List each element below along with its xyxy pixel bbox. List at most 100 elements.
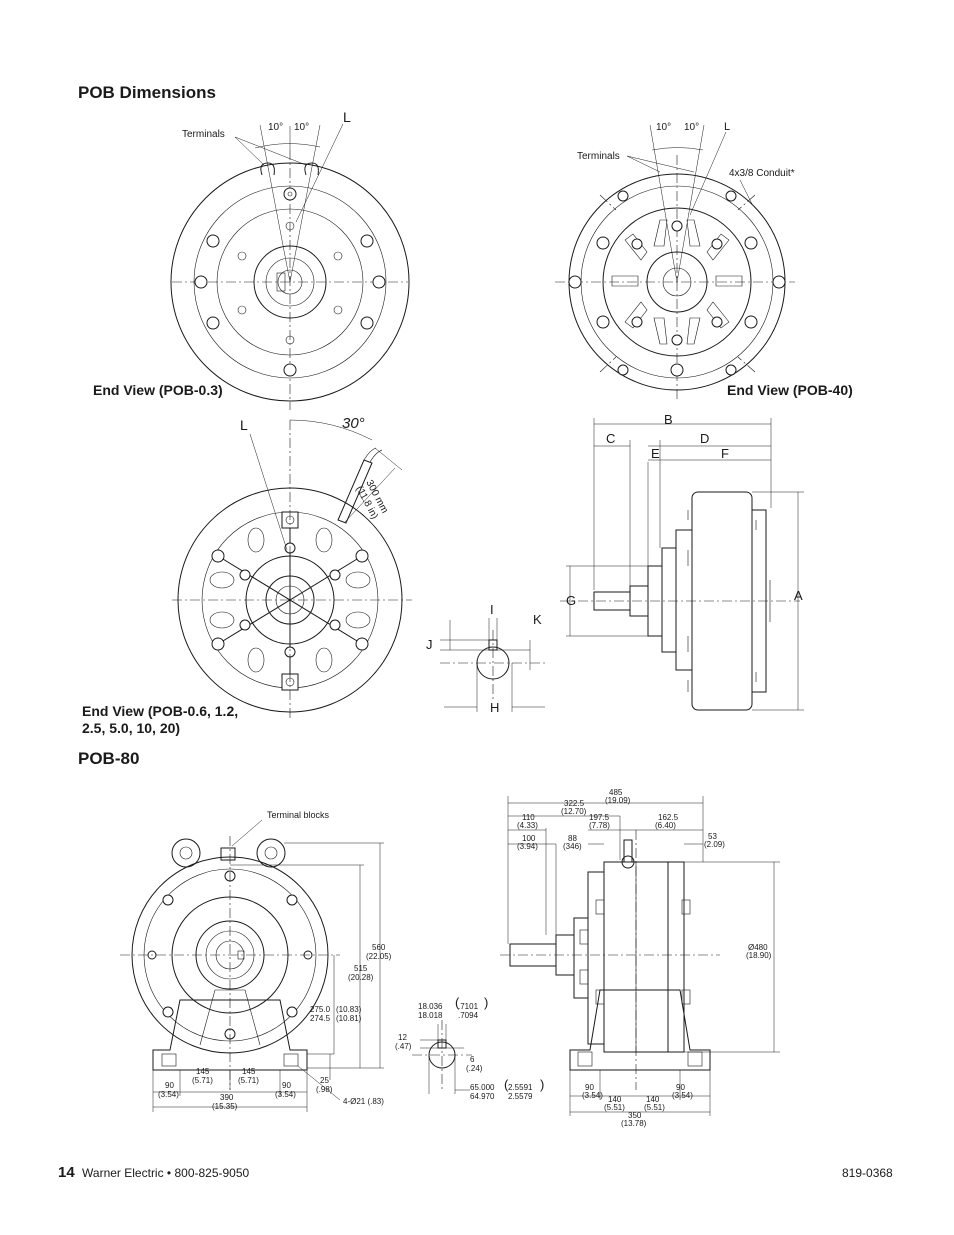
svg-text:): ) [484,995,488,1010]
end-view-pob06: 300 mm (11.8 in) 30° L [172,415,412,720]
svg-text:(4.33): (4.33) [517,821,538,830]
caption-pob03: End View (POB-0.3) [93,382,223,398]
svg-text:(3.54): (3.54) [582,1091,603,1100]
svg-text:(7.78): (7.78) [589,821,610,830]
keyway-i: I [490,602,494,617]
svg-text:2.5591: 2.5591 [508,1083,533,1092]
svg-text:(10.81): (10.81) [336,1014,362,1023]
svg-text:162.5: 162.5 [658,813,679,822]
svg-text:(3.54): (3.54) [672,1091,693,1100]
svg-text:274.5: 274.5 [310,1014,331,1023]
svg-text:(: ( [504,1077,509,1092]
svg-text:Ø480: Ø480 [748,943,768,952]
svg-text:515: 515 [354,964,368,973]
pob80-side-dims: 485 (19.09) 322.5 (12.70) 110 (4.33) 197… [517,788,772,1128]
footer: 14 Warner Electric • 800-825-9050 [58,1164,249,1181]
doc-number: 819-0368 [842,1166,893,1180]
page-number: 14 [58,1164,75,1181]
pob03-letter-l: L [343,109,351,125]
svg-text:(346): (346) [563,842,582,851]
caption-pob06: End View (POB-0.6, 1.2, 2.5, 5.0, 10, 20… [82,703,239,736]
pob80-key-dims: 18.036 18.018 ( .7101 .7094 ) 12 (.47) 6… [395,995,544,1101]
svg-text:(.47): (.47) [395,1042,412,1051]
svg-text:140: 140 [646,1095,660,1104]
svg-text:(: ( [455,995,460,1010]
keyway-detail: I J K H [426,602,545,715]
svg-text:390: 390 [220,1093,234,1102]
svg-text:(6.40): (6.40) [655,821,676,830]
side-f: F [721,446,729,461]
svg-text:(13.78): (13.78) [621,1119,647,1128]
side-view: B C D E F G A [560,412,804,711]
svg-text:(5.71): (5.71) [238,1076,259,1085]
svg-text:(.24): (.24) [466,1064,483,1073]
slots [209,527,371,673]
pob80-key-detail [412,1020,472,1094]
pob06-letter-l: L [240,417,248,433]
svg-text:(22.05): (22.05) [366,952,392,961]
svg-text:322.5: 322.5 [564,799,585,808]
side-a: A [794,588,803,603]
svg-text:6: 6 [470,1055,475,1064]
page-title: POB Dimensions [78,83,216,102]
svg-text:): ) [540,1077,544,1092]
end-view-pob40: 10° 10° L Terminals 4x3/8 Conduit* [555,121,795,400]
pob40-terminals: Terminals [577,151,620,162]
caption-pob40: End View (POB-40) [727,382,853,398]
pob80-heading: POB-80 [78,749,140,768]
svg-text:(5.51): (5.51) [604,1103,625,1112]
svg-text:65.000: 65.000 [470,1083,495,1092]
pob03-terminals: Terminals [182,129,225,140]
svg-text:(3.54): (3.54) [158,1090,179,1099]
svg-text:(3.94): (3.94) [517,842,538,851]
pob40-angle-right: 10° [684,122,699,133]
side-c: C [606,431,615,446]
pob80-front-dims: 560 (22.05) 515 (20.28) 275.0 (10.83) 27… [158,943,392,1111]
pob40-angle-left: 10° [656,122,671,133]
svg-text:4-Ø21 (.83): 4-Ø21 (.83) [343,1097,384,1106]
svg-text:100: 100 [522,834,536,843]
pob80-terminal-blocks: Terminal blocks [267,810,330,820]
pob03-angle-left: 10° [268,122,283,133]
svg-text:(12.70): (12.70) [561,807,587,816]
svg-text:(18.90): (18.90) [746,951,772,960]
keyway-k: K [533,612,542,627]
svg-text:140: 140 [608,1095,622,1104]
svg-text:560: 560 [372,943,386,952]
svg-text:350: 350 [628,1111,642,1120]
bolt-holes-outer [194,187,386,377]
svg-text:197.5: 197.5 [589,813,610,822]
svg-text:90: 90 [585,1083,594,1092]
pob40-letter-l: L [724,121,730,133]
svg-text:2.5579: 2.5579 [508,1092,533,1101]
svg-text:53: 53 [708,832,717,841]
svg-text:(20.28): (20.28) [348,973,374,982]
svg-text:145: 145 [196,1067,210,1076]
pob80-front [120,819,384,1112]
svg-text:145: 145 [242,1067,256,1076]
pob06-angle: 30° [342,415,365,432]
svg-text:(10.83): (10.83) [336,1005,362,1014]
end-view-pob03: 10° 10° L Terminals [170,109,410,410]
svg-text:.7101: .7101 [458,1002,479,1011]
svg-text:(5.51): (5.51) [644,1103,665,1112]
svg-text:12: 12 [398,1033,407,1042]
svg-text:(.98): (.98) [316,1085,333,1094]
svg-text:88: 88 [568,834,577,843]
side-b: B [664,412,673,427]
pob40-conduit: 4x3/8 Conduit* [729,168,795,179]
svg-text:(3.54): (3.54) [275,1090,296,1099]
pob80-side [500,796,780,1116]
svg-text:18.036: 18.036 [418,1002,443,1011]
svg-text:(5.71): (5.71) [192,1076,213,1085]
svg-text:(19.09): (19.09) [605,796,631,805]
svg-text:.7094: .7094 [458,1011,479,1020]
side-g: G [566,593,576,608]
pob40-bolts [568,190,786,377]
svg-text:90: 90 [165,1081,174,1090]
svg-text:90: 90 [282,1081,291,1090]
keyway-h: H [490,700,499,715]
fins [611,219,743,345]
svg-text:(2.09): (2.09) [704,840,725,849]
svg-text:485: 485 [609,788,623,797]
